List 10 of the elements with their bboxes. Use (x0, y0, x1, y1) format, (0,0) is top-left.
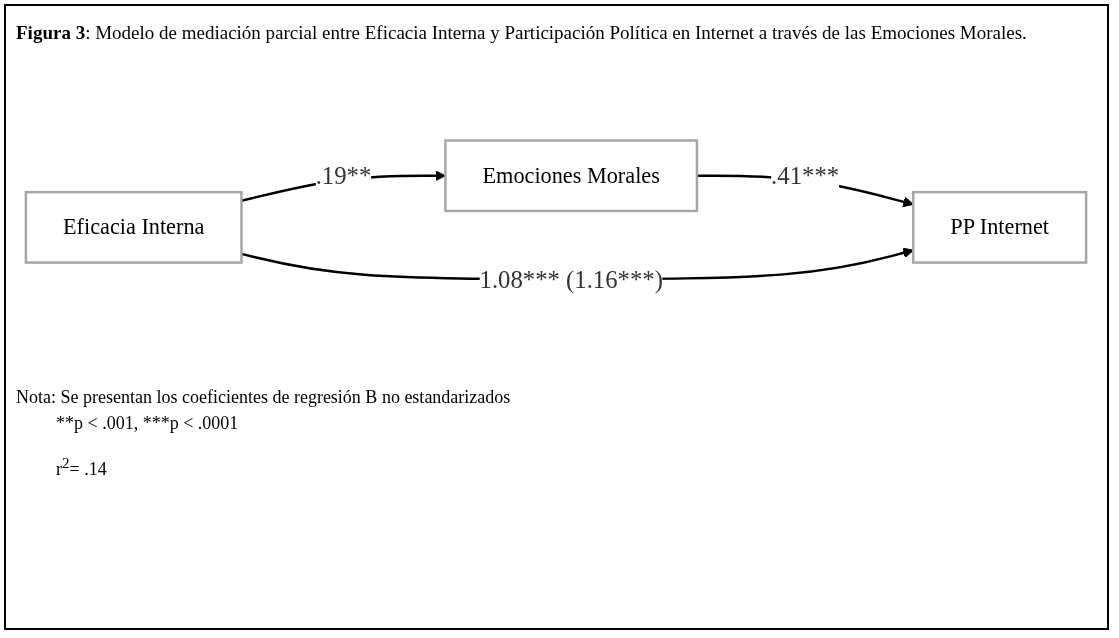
edge-label: 1.08*** (1.16***) (479, 265, 663, 293)
node-box: PP Internet (912, 190, 1088, 264)
edge-label: .19** (315, 162, 372, 190)
note-text: Nota: Se presentan los coeficientes de regresión B no estandarizados (16, 386, 512, 409)
node-box: Emociones Morales (444, 139, 699, 213)
r-squared-note: r$^{2}$= .14 (56, 454, 108, 481)
edge-label: .41*** (771, 162, 840, 190)
significance-note: **p < .001, ***p < .0001 (56, 412, 240, 435)
node-box: Eficacia Interna (24, 190, 243, 264)
figure-title: Figura 3: Modelo de mediación parcial entre Eficacia Interna y Participación Política en Internet a través de las Emociones Morales. (16, 21, 1028, 45)
